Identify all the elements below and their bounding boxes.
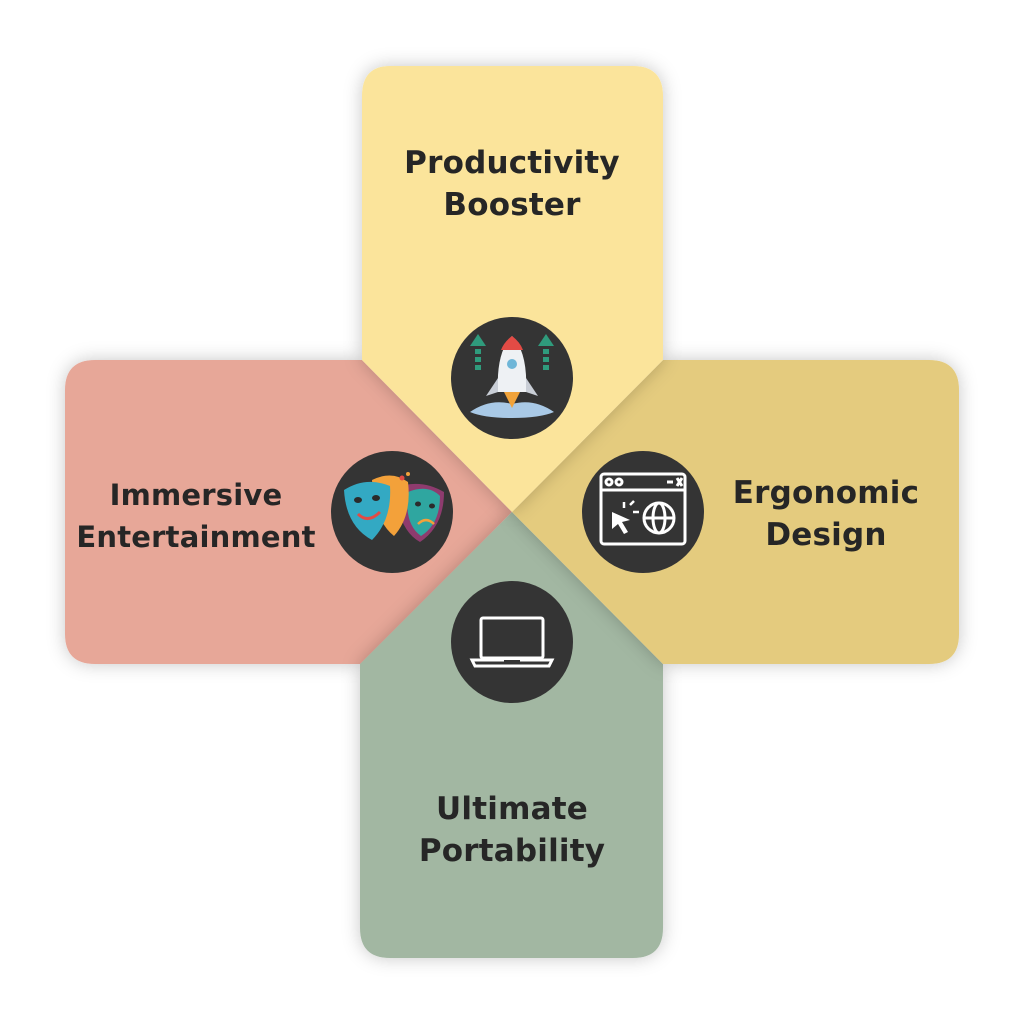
laptop-icon xyxy=(451,581,573,703)
left-panel xyxy=(65,360,512,664)
label-line: Immersive xyxy=(109,478,283,512)
immersive-entertainment-label: Immersive Entertainment xyxy=(56,474,336,558)
label-line: Design xyxy=(765,517,887,553)
browser-window-globe-icon xyxy=(582,451,704,573)
label-line: Ergonomic xyxy=(732,475,920,511)
top-panel xyxy=(362,66,663,512)
label-line: Ultimate xyxy=(436,791,588,827)
bottom-panel xyxy=(360,512,663,958)
ergonomic-design-label: Ergonomic Design xyxy=(706,472,946,556)
label-line: Booster xyxy=(443,187,581,223)
label-line: Entertainment xyxy=(76,520,316,554)
label-line: Productivity xyxy=(404,145,620,181)
rocket-icon xyxy=(451,317,573,439)
label-line: Portability xyxy=(418,833,606,869)
productivity-booster-label: Productivity Booster xyxy=(362,142,662,226)
right-panel xyxy=(512,360,959,664)
ultimate-portability-label: Ultimate Portability xyxy=(362,788,662,872)
theater-masks-icon xyxy=(331,451,453,573)
